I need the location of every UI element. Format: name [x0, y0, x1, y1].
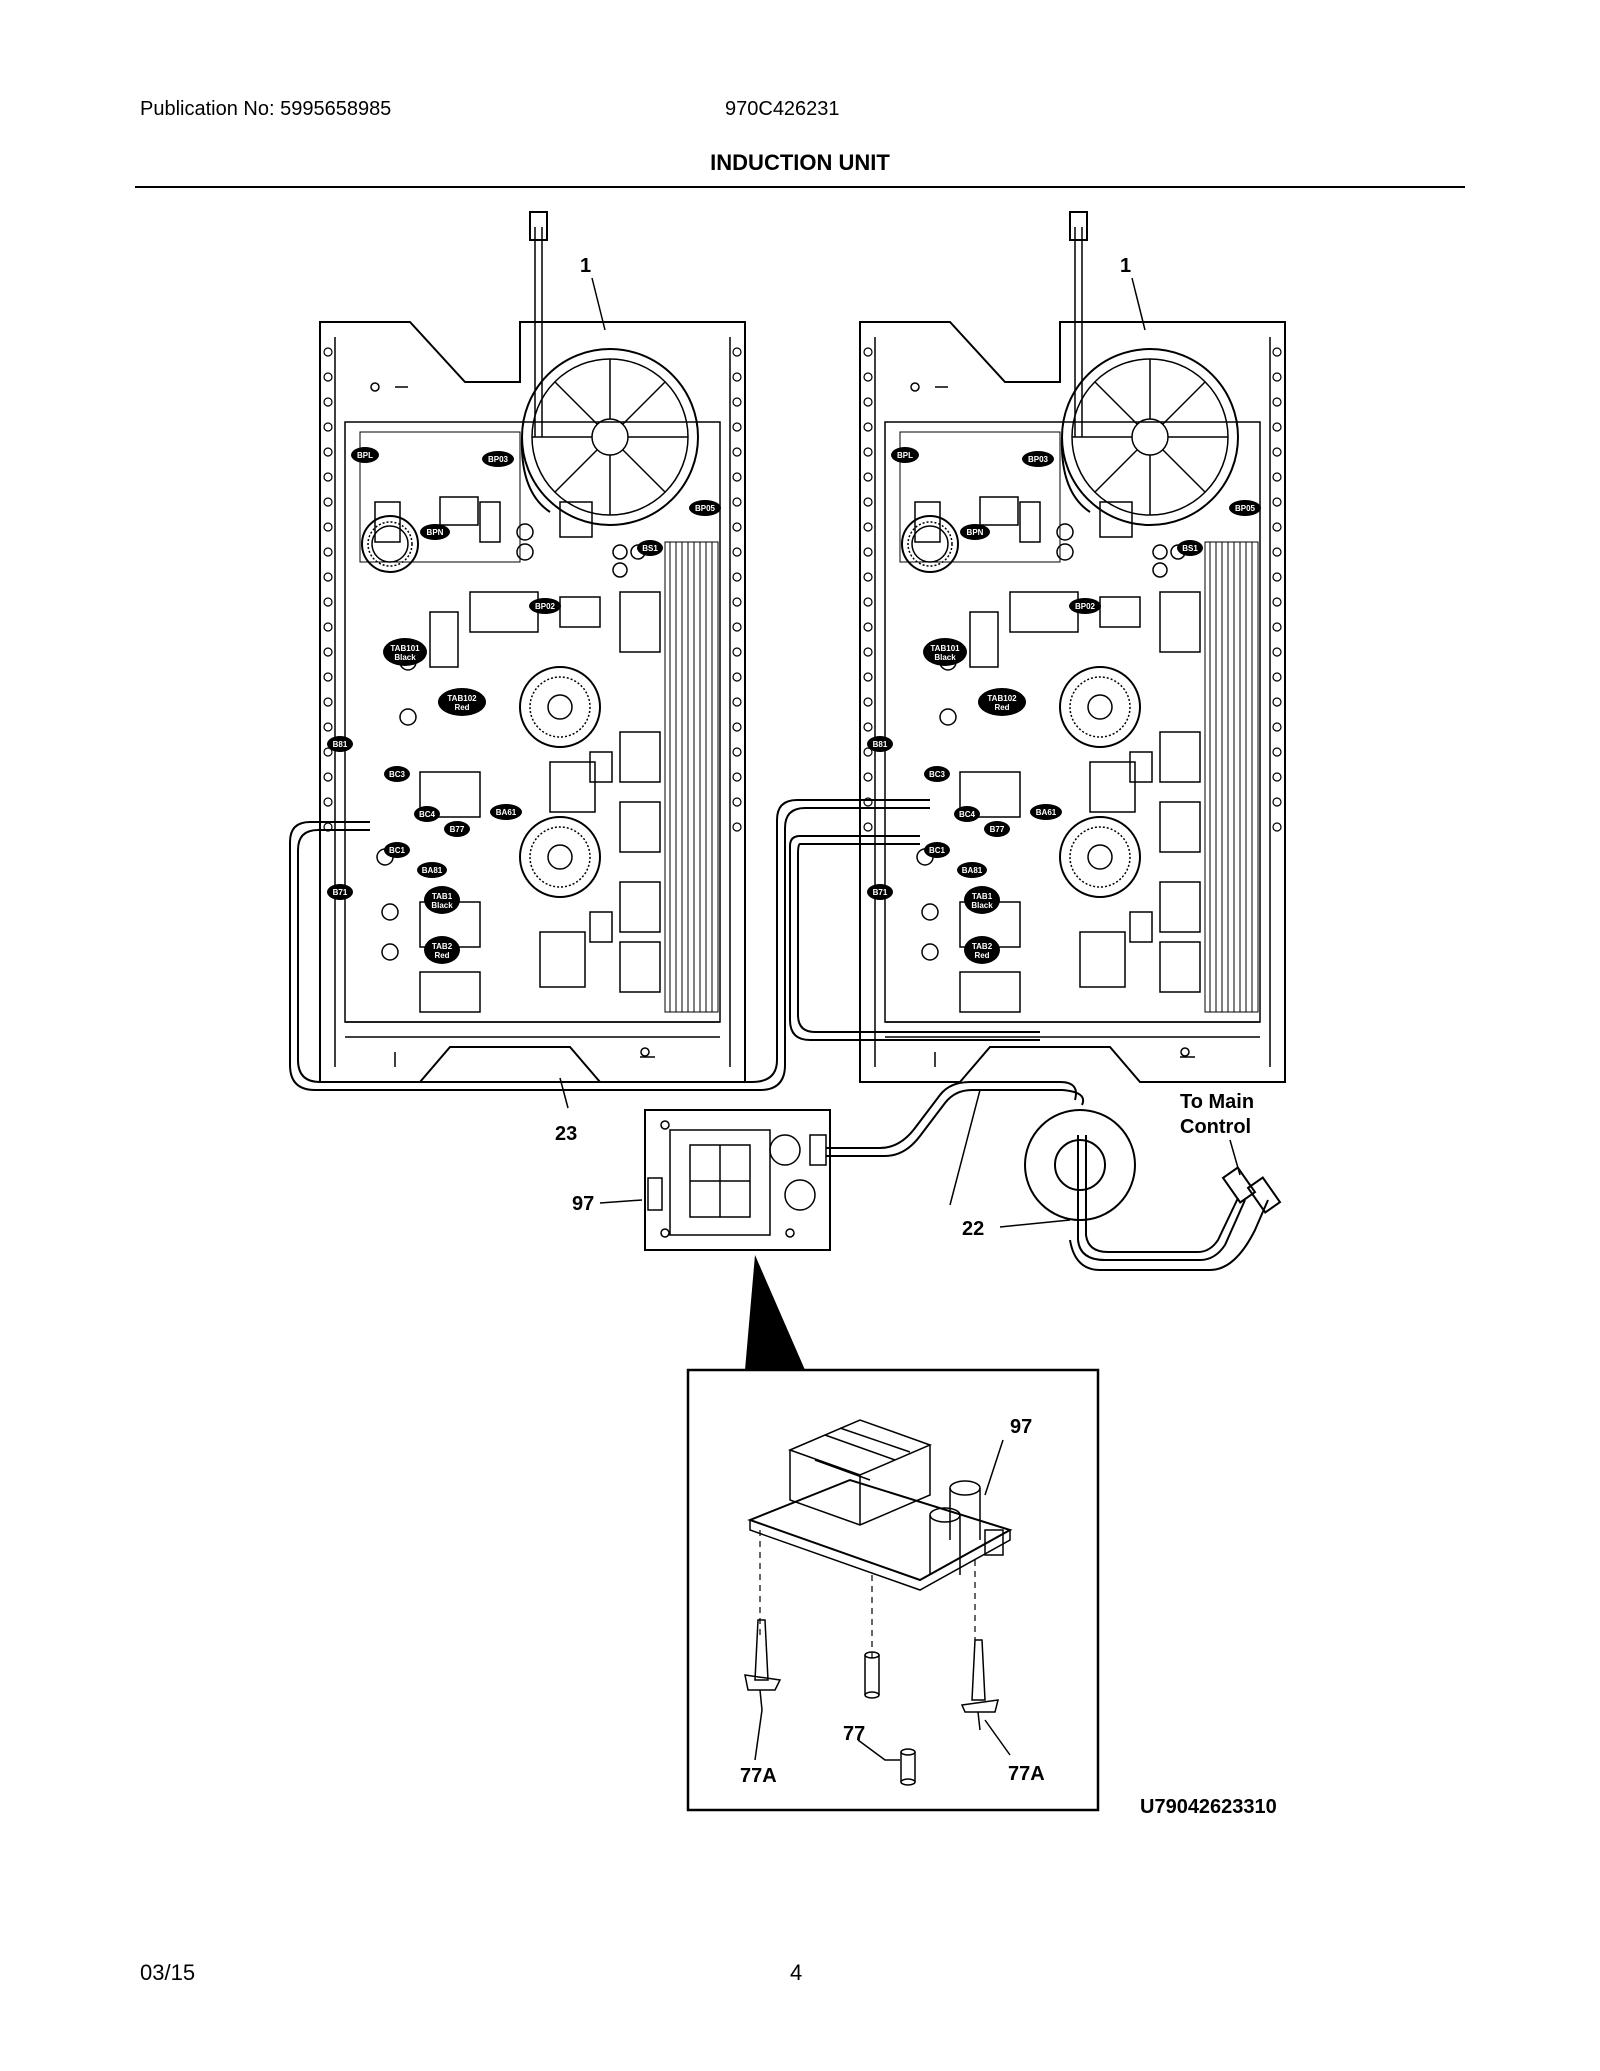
label-tab101-color: Black: [394, 653, 416, 662]
label-tab2-color: Red: [974, 951, 989, 960]
power-supply-board: [644, 1109, 831, 1251]
label-to-main-control-1: To Main: [1180, 1091, 1254, 1113]
label-bs1: BS1: [642, 544, 658, 553]
callout-fan-right: 1: [1120, 255, 1131, 277]
label-bpn: BPN: [967, 528, 984, 537]
header-rule: [135, 186, 1465, 188]
label-b77: B77: [450, 825, 465, 834]
label-tab2-color: Red: [434, 951, 449, 960]
label-bc1: BC1: [929, 846, 946, 855]
callout-detail-97: 97: [1010, 1416, 1032, 1438]
label-tab1-color: Black: [431, 901, 453, 910]
page-title: INDUCTION UNIT: [710, 150, 890, 175]
label-tab101-color: Black: [934, 653, 956, 662]
label-bp05: BP05: [695, 504, 716, 513]
label-bp02: BP02: [1075, 602, 1096, 611]
label-tab102: TAB102: [447, 694, 477, 703]
label-ba81: BA81: [422, 866, 443, 875]
label-bs1: BS1: [1182, 544, 1198, 553]
callout-harness-23: 23: [555, 1123, 577, 1145]
label-ba61: BA61: [496, 808, 517, 817]
label-tab102-color: Red: [454, 703, 469, 712]
board-labels-right: BPL BP03 BP05 BPN BS1 BP02 TAB101 Black …: [873, 451, 1256, 960]
label-b71: B71: [873, 888, 888, 897]
label-tab101: TAB101: [390, 644, 420, 653]
detail-board-97: [747, 1419, 1013, 1591]
callout-fan-left: 1: [580, 255, 591, 277]
label-bc3: BC3: [389, 770, 406, 779]
label-tab102: TAB102: [987, 694, 1017, 703]
detail-pointer: [745, 1255, 805, 1370]
label-bp03: BP03: [488, 455, 509, 464]
label-bp03: BP03: [1028, 455, 1049, 464]
label-tab101: TAB101: [930, 644, 960, 653]
label-ba61: BA61: [1036, 808, 1057, 817]
label-bpn: BPN: [427, 528, 444, 537]
label-bc4: BC4: [419, 810, 436, 819]
label-bpl: BPL: [357, 451, 373, 460]
wire-harness-22: [826, 1081, 1282, 1271]
label-bp02: BP02: [535, 602, 556, 611]
label-tab1-color: Black: [971, 901, 993, 910]
callout-standoff-77a-left: 77A: [740, 1765, 777, 1787]
spacer-77-upper: [864, 1651, 880, 1699]
label-tab102-color: Red: [994, 703, 1009, 712]
label-bc4: BC4: [959, 810, 976, 819]
label-tab1: TAB1: [972, 892, 993, 901]
publication-number: Publication No: 5995658985: [140, 98, 392, 120]
label-bc3: BC3: [929, 770, 946, 779]
label-tab1: TAB1: [432, 892, 453, 901]
label-to-main-control-2: Control: [1180, 1116, 1251, 1138]
standoff-77a-right: [960, 1639, 999, 1731]
label-b81: B81: [333, 740, 348, 749]
callout-spacer-77: 77: [843, 1723, 865, 1745]
label-b71: B71: [333, 888, 348, 897]
label-bp05: BP05: [1235, 504, 1256, 513]
diagram-code: U79042623310: [1140, 1796, 1277, 1818]
detail-box: [686, 1368, 1100, 1812]
spacer-77-lower: [900, 1748, 916, 1786]
callout-board-97: 97: [572, 1193, 594, 1215]
callout-standoff-77a-right: 77A: [1008, 1763, 1045, 1785]
label-bpl: BPL: [897, 451, 913, 460]
wire-harness-23: [289, 799, 1040, 1091]
callout-harness-22: 22: [962, 1218, 984, 1240]
label-ba81: BA81: [962, 866, 983, 875]
induction-unit-left: [319, 211, 746, 1083]
label-b77: B77: [990, 825, 1005, 834]
label-b81: B81: [873, 740, 888, 749]
model-number: 970C426231: [725, 98, 840, 120]
induction-unit-right: [859, 211, 1286, 1083]
label-tab2: TAB2: [972, 942, 993, 951]
label-bc1: BC1: [389, 846, 406, 855]
footer-date: 03/15: [140, 1960, 196, 1985]
standoff-77a-left: [744, 1619, 782, 1711]
board-labels-left: BPL BP03 BP05 BPN BS1 BP02 TAB101 Black …: [333, 451, 716, 960]
footer-page-number: 4: [790, 1960, 803, 1985]
label-tab2: TAB2: [432, 942, 453, 951]
